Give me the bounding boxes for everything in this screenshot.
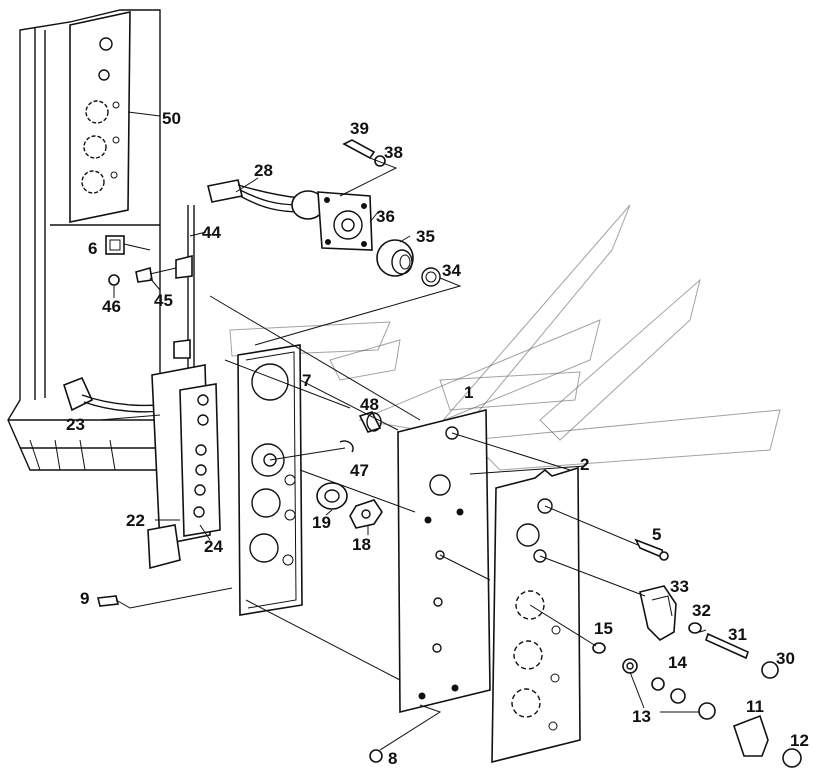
label-31: 31 [728,625,747,644]
cap-12 [782,748,802,768]
label-15: 15 [594,619,613,638]
label-35: 35 [416,227,435,246]
panel-2 [491,466,581,764]
label-19: 19 [312,513,331,532]
label-2: 2 [580,455,589,474]
switch-36 [291,190,373,251]
label-14: 14 [668,653,687,672]
label-24: 24 [204,537,223,556]
label-18: 18 [352,535,371,554]
washer-32 [688,622,702,634]
label-5: 5 [652,525,661,544]
leader-lines [99,111,707,751]
screw-39-38 [342,139,386,167]
washer-15 [592,642,606,654]
nut-18 [349,499,383,529]
cap-35 [376,239,414,277]
label-12: 12 [790,731,809,750]
clip-47 [339,440,354,453]
nut-8 [369,749,383,763]
label-45: 45 [154,291,173,310]
label-48: 48 [360,395,379,414]
label-1: 1 [464,383,473,402]
label-47: 47 [350,461,369,480]
label-11: 11 [746,697,764,716]
label-36: 36 [376,207,395,226]
cap-30 [761,661,779,679]
switch-bracket [105,205,195,390]
plate-7 [237,344,303,616]
watermark-logo [229,204,781,471]
washer-13a [622,658,638,674]
label-38: 38 [384,143,403,162]
screw-9 [97,595,119,607]
cable-plug [63,376,193,413]
label-50: 50 [162,109,181,128]
label-13: 13 [632,707,651,726]
label-46: 46 [102,297,121,316]
callout-labels: 50 39 38 28 36 35 34 44 6 45 46 7 1 48 4… [66,109,809,768]
label-34: 34 [442,261,461,280]
washer-13b [670,688,686,704]
label-28: 28 [254,161,273,180]
screw-31 [705,632,749,660]
washer-13c [698,702,716,720]
connector-28 [207,179,303,213]
ring-34 [421,267,441,287]
bushing-48 [358,411,382,433]
label-32: 32 [692,601,711,620]
label-33: 33 [670,577,689,596]
label-7: 7 [302,371,311,390]
knob-11 [732,714,769,757]
label-44: 44 [202,223,221,242]
label-9: 9 [80,589,89,608]
knob-33 [639,585,677,641]
mounting-bracket [147,364,221,570]
label-39: 39 [350,119,369,138]
washer-19 [316,482,348,510]
label-22: 22 [126,511,145,530]
washer-14 [651,677,665,691]
label-8: 8 [388,749,397,768]
machine-housing [7,9,170,471]
label-23: 23 [66,415,85,434]
label-6: 6 [88,239,97,258]
panel-1 [397,408,491,714]
label-30: 30 [776,649,795,668]
